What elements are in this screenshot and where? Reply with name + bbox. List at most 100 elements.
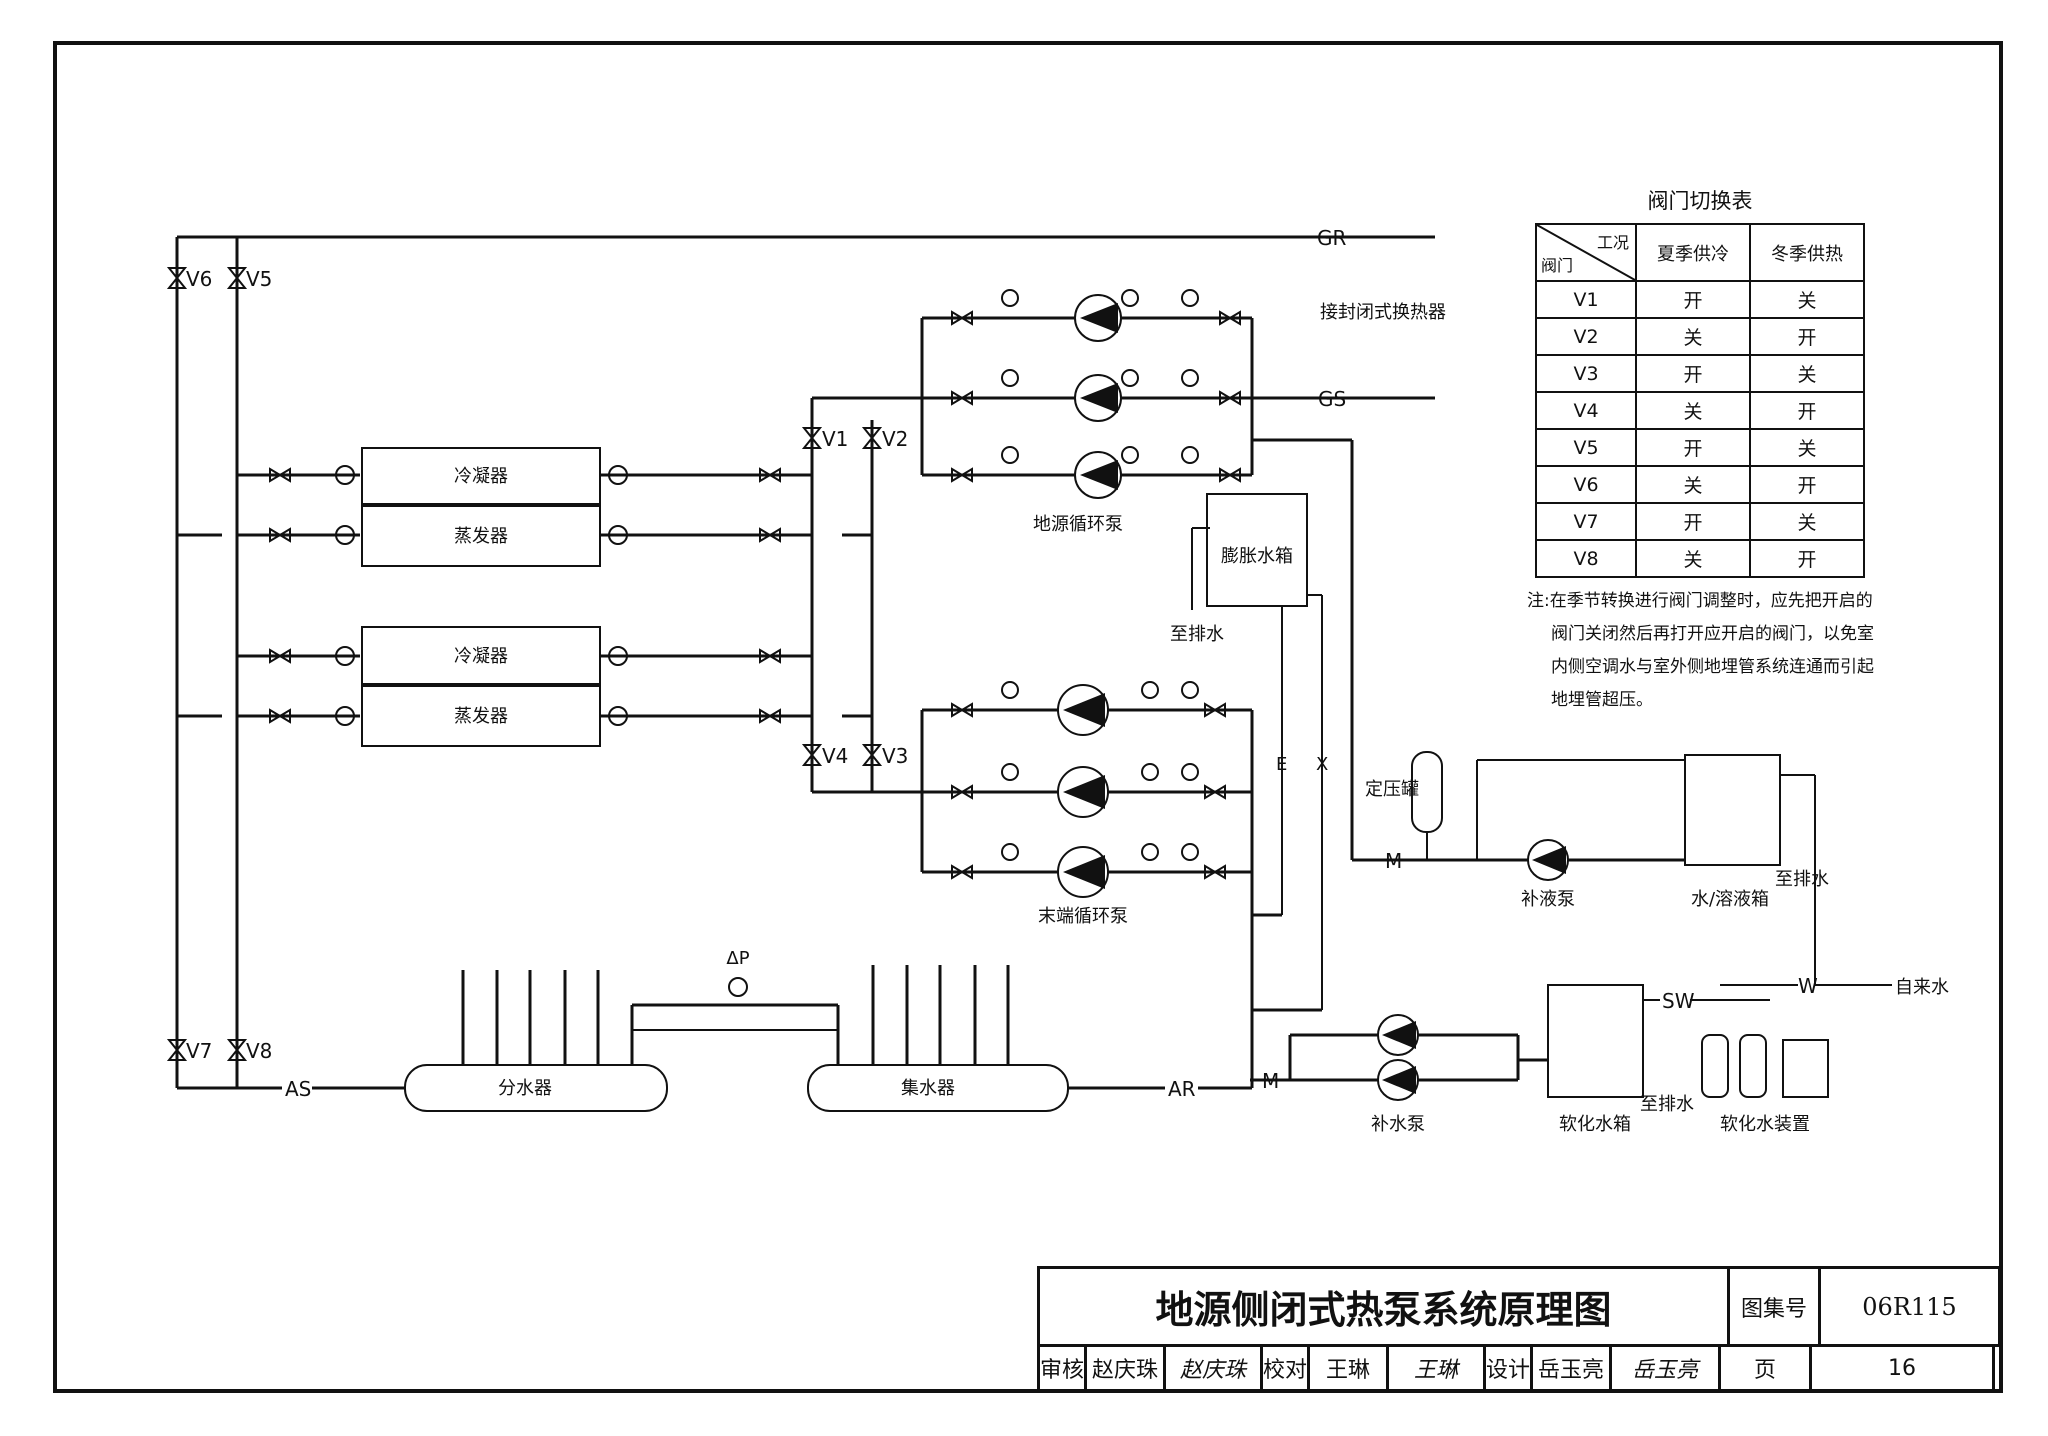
- valve-v3[interactable]: [861, 744, 883, 766]
- cell-summer: 关: [1635, 465, 1751, 504]
- softener-column-2: [1739, 1034, 1767, 1098]
- cell-winter: 关: [1749, 502, 1865, 541]
- label-evaporator-2: 蒸发器: [454, 706, 508, 727]
- cell-valve: V7: [1535, 502, 1637, 541]
- label-liquid-pump: 补液泵: [1521, 889, 1575, 910]
- page-number: 16: [1809, 1344, 1995, 1392]
- label-dp: ΔP: [726, 948, 749, 969]
- cell-valve: V8: [1535, 539, 1637, 578]
- valve-v5[interactable]: [226, 267, 248, 289]
- valve-v2[interactable]: [861, 427, 883, 449]
- pump-ground-3[interactable]: [1074, 451, 1122, 499]
- cell-summer: 关: [1635, 317, 1751, 356]
- label-v1: V1: [822, 427, 848, 451]
- cell-valve: V4: [1535, 391, 1637, 430]
- cell-valve: V1: [1535, 280, 1637, 319]
- valve-table-title: 阀门切换表: [1647, 189, 1753, 213]
- drawing-frame: [53, 41, 2003, 1393]
- label-ground-pump: 地源循环泵: [1033, 514, 1123, 535]
- pump-makeup-1[interactable]: [1377, 1014, 1419, 1056]
- label-v7: V7: [186, 1039, 212, 1063]
- page-label: 页: [1718, 1344, 1812, 1392]
- cell-summer: 开: [1635, 502, 1751, 541]
- drawing-title: 地源侧闭式热泵系统原理图: [1037, 1266, 1730, 1347]
- label-line-e: E: [1276, 754, 1287, 775]
- label-softener: 软化水装置: [1720, 1114, 1810, 1135]
- cell-summer: 开: [1635, 354, 1751, 393]
- pump-terminal-3[interactable]: [1057, 846, 1109, 898]
- reviewer-name: 赵庆珠: [1084, 1344, 1166, 1392]
- header-winter: 冬季供热: [1749, 223, 1865, 282]
- evaporator-1: [361, 505, 601, 567]
- label-v8: V8: [246, 1039, 272, 1063]
- expansion-tank: [1206, 493, 1308, 607]
- pump-terminal-1[interactable]: [1057, 684, 1109, 736]
- condenser-1: [361, 447, 601, 505]
- label-terminal-pump: 末端循环泵: [1038, 906, 1128, 927]
- cell-summer: 开: [1635, 428, 1751, 467]
- designer-name: 岳玉亮: [1530, 1344, 1612, 1392]
- valve-v6[interactable]: [166, 267, 188, 289]
- note-line: 地埋管超压。: [1551, 690, 1653, 710]
- header-valve: 阀门: [1541, 256, 1574, 275]
- cell-winter: 关: [1749, 428, 1865, 467]
- valve-v8[interactable]: [226, 1039, 248, 1061]
- label-condenser-1: 冷凝器: [454, 466, 508, 487]
- label-gr: GR: [1317, 226, 1346, 250]
- label-closed-hx: 接封闭式换热器: [1320, 302, 1446, 323]
- note-line: 内侧空调水与室外侧地埋管系统连通而引起: [1551, 657, 1874, 677]
- cell-winter: 关: [1749, 354, 1865, 393]
- label-v3: V3: [882, 744, 908, 768]
- pump-makeup-2[interactable]: [1377, 1059, 1419, 1101]
- atlas-number-label: 图集号: [1727, 1266, 1821, 1347]
- label-solution-tank: 水/溶液箱: [1691, 889, 1769, 910]
- valve-v4[interactable]: [801, 744, 823, 766]
- valve-v1[interactable]: [801, 427, 823, 449]
- checker-name: 王琳: [1307, 1344, 1389, 1392]
- label-line-x: X: [1316, 754, 1328, 775]
- label-m1: M: [1385, 849, 1402, 873]
- valve-note: 注:在季节转换进行阀门调整时，应先把开启的 阀门关闭然后再打开应开启的阀门，以免…: [1527, 585, 1877, 717]
- note-line: 阀门关闭然后再打开应开启的阀门，以免室: [1551, 624, 1874, 644]
- cell-winter: 开: [1749, 317, 1865, 356]
- cell-valve: V6: [1535, 465, 1637, 504]
- label-tap-water: 自来水: [1895, 977, 1949, 998]
- label-as: AS: [285, 1077, 311, 1101]
- pump-liquid[interactable]: [1527, 839, 1569, 881]
- label-w: W: [1798, 974, 1818, 998]
- cell-summer: 关: [1635, 539, 1751, 578]
- check-label: 校对: [1260, 1344, 1310, 1392]
- pump-ground-1[interactable]: [1074, 294, 1122, 342]
- table-header-corner: 工况 阀门: [1535, 223, 1637, 282]
- design-label: 设计: [1483, 1344, 1533, 1392]
- label-v5: V5: [246, 267, 272, 291]
- pump-terminal-2[interactable]: [1057, 766, 1109, 818]
- label-expansion-tank: 膨胀水箱: [1221, 546, 1293, 567]
- label-gs: GS: [1318, 387, 1346, 411]
- water-distributor: [404, 1064, 668, 1112]
- label-sw: SW: [1662, 989, 1695, 1013]
- valve-v7[interactable]: [166, 1039, 188, 1061]
- solution-tank: [1684, 754, 1781, 866]
- soft-water-tank: [1547, 984, 1644, 1098]
- review-label: 审核: [1037, 1344, 1087, 1392]
- designer-signature: 岳玉亮: [1609, 1344, 1721, 1392]
- cell-valve: V2: [1535, 317, 1637, 356]
- signature-row: 审核 赵庆珠 赵庆珠 校对 王琳 王琳 设计 岳玉亮 岳玉亮 页 16: [1037, 1344, 2001, 1392]
- pump-ground-2[interactable]: [1074, 374, 1122, 422]
- label-to-drain-3: 至排水: [1640, 1094, 1694, 1115]
- cell-summer: 开: [1635, 280, 1751, 319]
- header-condition: 工况: [1596, 233, 1629, 252]
- cell-valve: V3: [1535, 354, 1637, 393]
- condenser-2: [361, 626, 601, 685]
- note-line: 注:在季节转换进行阀门调整时，应先把开启的: [1527, 591, 1873, 611]
- evaporator-2: [361, 685, 601, 747]
- cell-winter: 开: [1749, 465, 1865, 504]
- label-v6: V6: [186, 267, 212, 291]
